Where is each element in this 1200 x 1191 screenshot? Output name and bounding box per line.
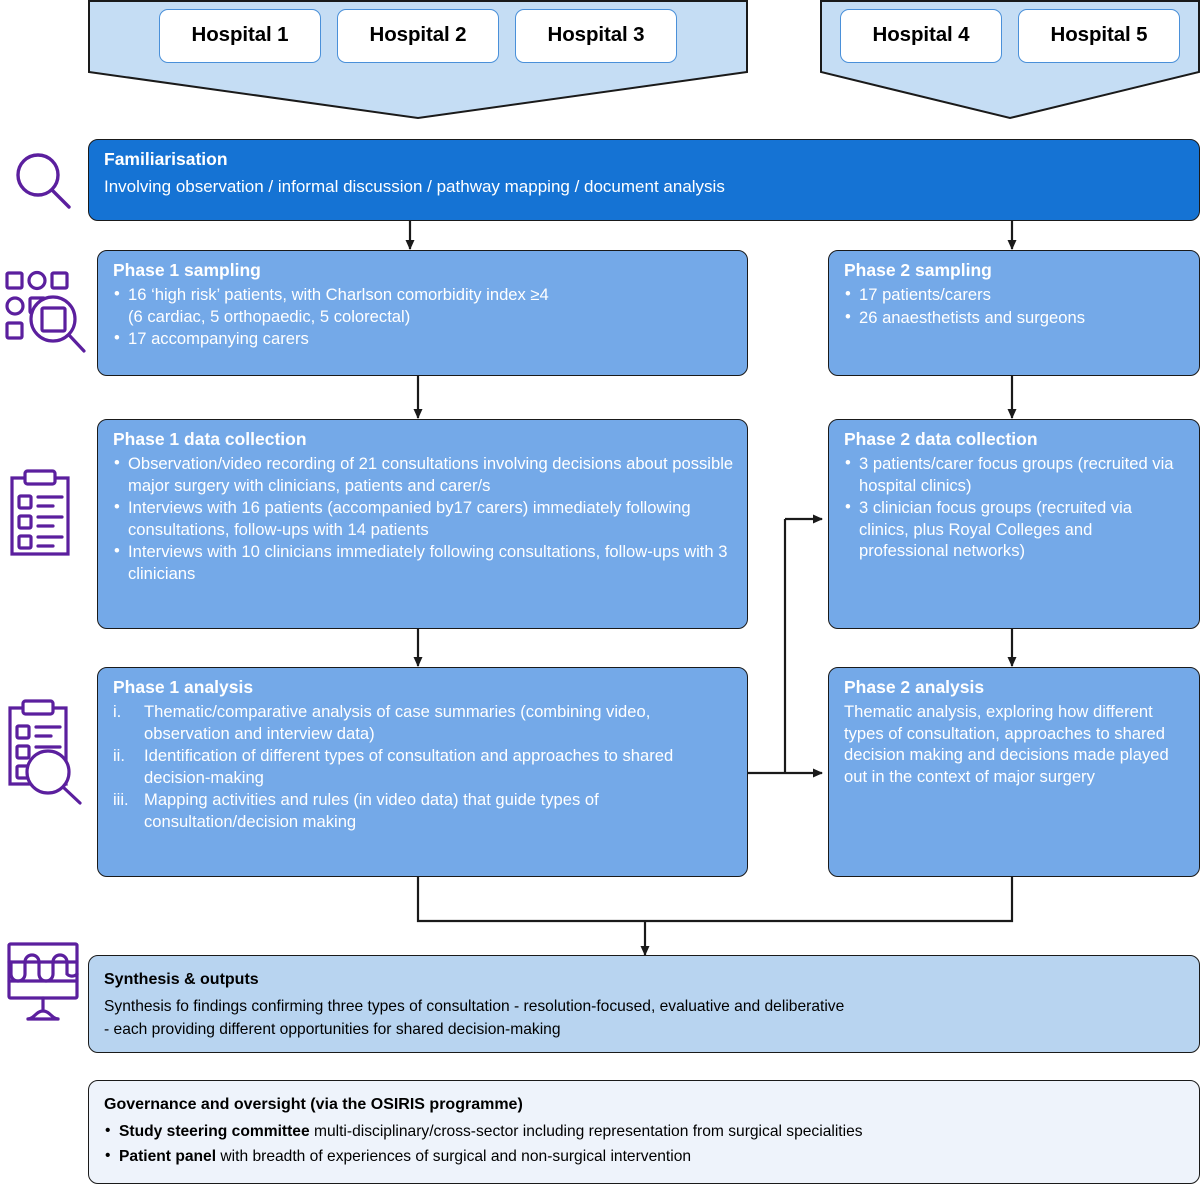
governance-lead-1: Study steering committee [119, 1123, 310, 1141]
governance-lead-2: Patient panel [119, 1147, 217, 1165]
hospital-group-2-banner: Hospital 4 Hospital 5 [820, 0, 1200, 120]
phase1-analysis-title: Phase 1 analysis [113, 677, 254, 697]
synthesis-outputs-box[interactable]: Synthesis & outputs Synthesis fo finding… [88, 955, 1200, 1053]
synthesis-line-1: Synthesis fo findings confirming three t… [104, 998, 845, 1016]
phase1-analysis-list: i. Thematic/comparative analysis of case… [113, 701, 734, 832]
list-item: 17 accompanying carers [113, 327, 734, 350]
monitor-waveform-icon [6, 940, 84, 1024]
phase2-data-collection-title: Phase 2 data collection [844, 429, 1038, 449]
hospital-chip-1[interactable]: Hospital 1 [159, 9, 321, 63]
list-marker: i. [113, 702, 122, 721]
governance-list: Study steering committee multi-disciplin… [104, 1119, 1186, 1168]
phase2-sampling-list: 17 patients/carers 26 anaesthetists and … [844, 283, 1186, 329]
familiarisation-subtitle: Involving observation / informal discuss… [104, 177, 725, 196]
list-item: 16 ‘high risk’ patients, with Charlson c… [113, 283, 734, 327]
synthesis-title: Synthesis & outputs [104, 971, 259, 988]
phase2-analysis-box[interactable]: Phase 2 analysis Thematic analysis, expl… [828, 667, 1200, 877]
list-text: Thematic/comparative analysis of case su… [144, 702, 651, 743]
synthesis-line-2: - each providing different opportunities… [104, 1020, 561, 1038]
hospital-group-1-banner: Hospital 1 Hospital 2 Hospital 3 [88, 0, 748, 120]
phase2-sampling-title: Phase 2 sampling [844, 260, 992, 280]
magnifier-icon [8, 146, 80, 218]
familiarisation-title: Familiarisation [104, 149, 228, 169]
list-item: Interviews with 16 patients (accompanied… [113, 496, 734, 540]
phase1-analysis-box[interactable]: Phase 1 analysis i. Thematic/comparative… [97, 667, 748, 877]
phase1-data-collection-list: Observation/video recording of 21 consul… [113, 452, 734, 584]
list-item: Observation/video recording of 21 consul… [113, 452, 734, 496]
phase2-data-collection-list: 3 patients/carer focus groups (recruited… [844, 452, 1186, 562]
list-item: Patient panel with breadth of experience… [104, 1144, 1186, 1168]
phase2-sampling-box[interactable]: Phase 2 sampling 17 patients/carers 26 a… [828, 250, 1200, 376]
list-item: i. Thematic/comparative analysis of case… [113, 701, 734, 744]
governance-rest-1: multi-disciplinary/cross-sector includin… [309, 1123, 863, 1141]
hospital-chip-4[interactable]: Hospital 4 [840, 9, 1002, 63]
hospital-chip-3[interactable]: Hospital 3 [515, 9, 677, 63]
list-item: iii. Mapping activities and rules (in vi… [113, 789, 734, 832]
governance-rest-2: with breadth of experiences of surgical … [216, 1147, 692, 1165]
phase1-data-collection-box[interactable]: Phase 1 data collection Observation/vide… [97, 419, 748, 629]
list-marker: iii. [113, 790, 129, 810]
hospital-chip-row-2: Hospital 4 Hospital 5 [820, 9, 1200, 63]
hospital-chip-row-1: Hospital 1 Hospital 2 Hospital 3 [88, 9, 748, 63]
list-item: ii. Identification of different types of… [113, 745, 734, 788]
phase2-data-collection-box[interactable]: Phase 2 data collection 3 patients/carer… [828, 419, 1200, 629]
hospital-chip-2[interactable]: Hospital 2 [337, 9, 499, 63]
list-item: 3 patients/carer focus groups (recruited… [844, 452, 1186, 496]
phase1-sampling-title: Phase 1 sampling [113, 260, 261, 280]
phase1-sampling-box[interactable]: Phase 1 sampling 16 ‘high risk’ patients… [97, 250, 748, 376]
governance-title: Governance and oversight (via the OSIRIS… [104, 1096, 523, 1113]
phase1-data-collection-title: Phase 1 data collection [113, 429, 307, 449]
list-item: 17 patients/carers [844, 283, 1186, 306]
hospital-chip-5[interactable]: Hospital 5 [1018, 9, 1180, 63]
governance-box[interactable]: Governance and oversight (via the OSIRIS… [88, 1080, 1200, 1184]
list-text: Identification of different types of con… [144, 746, 674, 787]
familiarisation-box[interactable]: Familiarisation Involving observation / … [88, 139, 1200, 221]
phase2-analysis-paragraph: Thematic analysis, exploring how differe… [844, 702, 1169, 786]
list-item: 26 anaesthetists and surgeons [844, 306, 1186, 329]
phase2-analysis-title: Phase 2 analysis [844, 677, 985, 697]
clipboard-magnifier-icon [4, 694, 90, 806]
list-item: 3 clinician focus groups (recruited via … [844, 496, 1186, 562]
list-text: Mapping activities and rules (in video d… [144, 790, 599, 831]
phase1-sampling-list: 16 ‘high risk’ patients, with Charlson c… [113, 283, 734, 350]
clipboard-checklist-icon [6, 468, 80, 560]
list-item: Interviews with 10 clinicians immediatel… [113, 540, 734, 584]
shapes-magnifier-icon [4, 267, 88, 357]
list-marker: ii. [113, 746, 125, 766]
list-item: Study steering committee multi-disciplin… [104, 1119, 1186, 1143]
